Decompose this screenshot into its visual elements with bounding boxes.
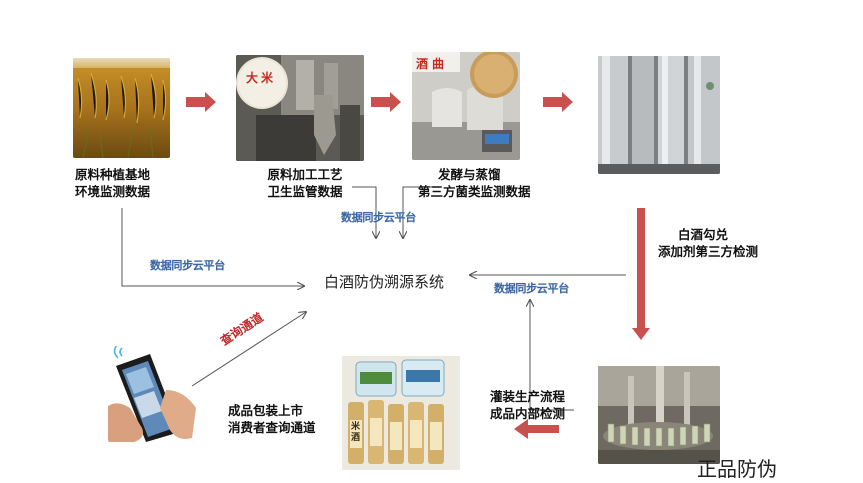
caption-blending-line2: 添加剂第三方检测	[658, 244, 759, 259]
caption-bottling-line1: 灌装生产流程	[490, 389, 566, 404]
blending-tanks-photo	[598, 56, 720, 174]
caption-bottling-line2: 成品内部检测	[490, 406, 566, 421]
yeast-label: 酒曲	[416, 57, 449, 71]
system-title: 白酒防伪溯源系统	[324, 273, 445, 291]
caption-packaging-line1: 成品包装上市	[228, 403, 304, 418]
caption-planting: 原料种植基地 环境监测数据	[75, 166, 185, 200]
caption-planting-line2: 环境监测数据	[75, 184, 151, 199]
arrow-bottling-to-packaging	[514, 419, 559, 439]
rice-sack-label: 大米	[246, 71, 277, 85]
caption-processing-line2: 卫生监管数据	[267, 184, 343, 199]
sync-label-left: 数据同步云平台	[150, 259, 225, 272]
line-processing-to-system	[352, 186, 376, 238]
arrow-planting-to-processing	[186, 92, 216, 112]
rice-wine-bottles-photo: 米酒	[342, 356, 460, 470]
caption-fermentation-line2: 第三方菌类监测数据	[418, 184, 531, 199]
caption-fermentation-line1: 发酵与蒸馏	[438, 167, 501, 182]
caption-blending-line1: 白酒勾兑	[678, 227, 729, 242]
arrow-fermentation-to-blending	[543, 92, 573, 112]
fermentation-photo: 酒曲	[412, 52, 520, 160]
caption-processing: 原料加工工艺 卫生监管数据	[250, 166, 360, 200]
sync-label-top: 数据同步云平台	[341, 211, 416, 224]
caption-packaging-line2: 消费者查询通道	[228, 420, 316, 435]
caption-processing-line1: 原料加工工艺	[267, 167, 343, 182]
caption-blending: 白酒勾兑 添加剂第三方检测	[658, 226, 758, 260]
line-bottling-to-system	[530, 300, 574, 411]
genuine-anti-counterfeit-label: 正品防伪	[697, 457, 777, 481]
rice-field-photo	[73, 58, 170, 158]
caption-bottling: 灌装生产流程 成品内部检测	[490, 388, 565, 422]
caption-packaging: 成品包装上市 消费者查询通道	[228, 402, 316, 436]
processing-plant-photo: 大米	[236, 55, 364, 161]
caption-planting-line1: 原料种植基地	[75, 167, 151, 182]
phone-hand-photo	[108, 346, 200, 442]
sync-label-right: 数据同步云平台	[494, 282, 569, 295]
bottling-line-photo	[598, 366, 720, 464]
caption-fermentation: 发酵与蒸馏 第三方菌类监测数据	[418, 166, 558, 200]
bottle-label: 米酒	[351, 422, 361, 443]
line-planting-to-system	[121, 208, 304, 286]
arrow-blending-to-bottling	[632, 208, 650, 340]
line-fermentation-to-system	[403, 186, 440, 238]
line-query-to-system	[191, 312, 306, 387]
arrow-processing-to-fermentation	[371, 92, 401, 112]
